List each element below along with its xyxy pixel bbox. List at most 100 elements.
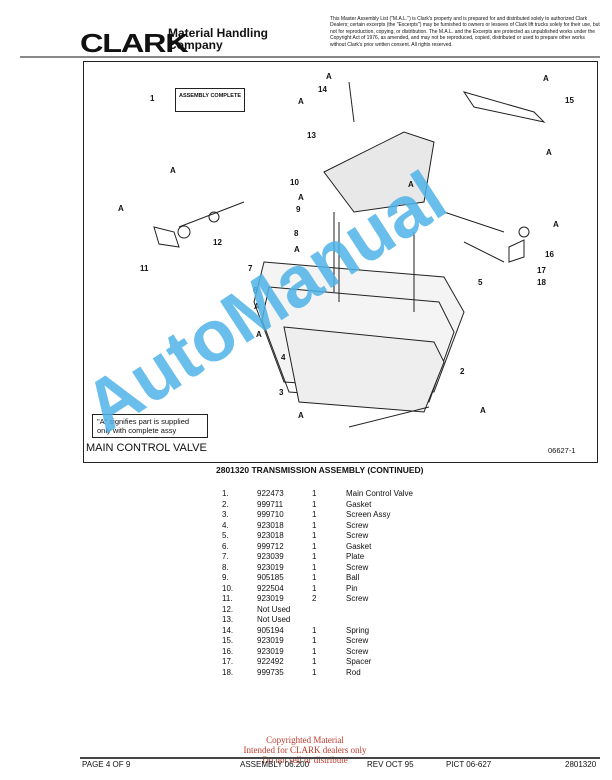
description: Screw	[346, 531, 369, 540]
callout: A	[298, 193, 304, 202]
item-number: 17.	[222, 657, 234, 666]
description: Gasket	[346, 541, 372, 551]
callout: A	[118, 204, 124, 213]
copyright-line: Copyrighted Material	[266, 735, 344, 745]
callout: 1	[150, 94, 155, 103]
part-number: Not Used	[257, 604, 291, 614]
quantity: 1	[312, 541, 317, 551]
footer-rev: REV OCT 95	[367, 760, 414, 769]
callout: A	[553, 220, 559, 229]
part-number: 922492	[257, 657, 284, 666]
quantity: 1	[312, 520, 317, 530]
callout: 16	[545, 250, 554, 259]
quantity: 1	[312, 562, 317, 572]
quantity: 1	[312, 636, 317, 645]
item-number: 18.	[222, 667, 234, 677]
assembly-complete-box: ASSEMBLY COMPLETE	[175, 88, 245, 112]
item-number: 5.	[222, 531, 229, 540]
callout: 17	[537, 266, 546, 275]
description: Gasket	[346, 499, 372, 509]
item-number: 16.	[222, 646, 234, 656]
quantity: 1	[312, 583, 317, 593]
item-number: 10.	[222, 583, 234, 593]
part-number: 999711	[257, 499, 284, 509]
item-number: 11.	[222, 594, 233, 603]
description: Plate	[346, 552, 365, 561]
callout: 2	[460, 367, 465, 376]
description: Spring	[346, 625, 370, 635]
part-number: 905194	[257, 625, 284, 635]
callout: 3	[279, 388, 284, 397]
callout: 12	[213, 238, 222, 247]
item-number: 13.	[222, 615, 234, 624]
copyright-stamp: Copyrighted Material Intended for CLARK …	[205, 735, 405, 765]
valve-drawing	[153, 81, 546, 428]
clark-logo: CLARK	[80, 28, 189, 58]
quantity: 1	[312, 531, 317, 540]
callout: 5	[478, 278, 483, 287]
part-number: 923019	[257, 646, 284, 656]
item-number: 15.	[222, 636, 234, 645]
callout: A	[543, 74, 549, 83]
callout: 14	[318, 85, 327, 94]
callout: 13	[307, 131, 316, 140]
quantity: 1	[312, 499, 317, 509]
callout: A	[480, 406, 486, 415]
item-number: 6.	[222, 541, 229, 551]
quantity: 1	[312, 510, 317, 519]
item-number: 8.	[222, 562, 229, 572]
description: Screw	[346, 594, 369, 603]
item-number: 4.	[222, 520, 229, 530]
callout: 8	[294, 229, 299, 238]
callout: 9	[296, 205, 301, 214]
callout: 7	[248, 264, 253, 273]
copyright-notice: This Master Assembly List ("M.A.L.") is …	[330, 16, 600, 48]
description: Ball	[346, 573, 360, 582]
diagram-caption: MAIN CONTROL VALVE	[86, 442, 207, 454]
footer-page: PAGE 4 OF 9	[82, 760, 131, 769]
quantity: 1	[312, 573, 317, 582]
footer-number: 2801320	[565, 760, 597, 769]
callout: 6	[253, 286, 258, 295]
callout: A	[170, 166, 176, 175]
callout: 10	[290, 178, 299, 187]
quantity: 1	[312, 657, 317, 666]
callout: A	[298, 411, 304, 420]
company-line2: Company	[168, 38, 223, 52]
item-number: 1.	[222, 489, 229, 498]
callout: A	[326, 72, 332, 81]
quantity: 1	[312, 646, 317, 656]
description: Pin	[346, 583, 358, 593]
description: Spacer	[346, 657, 372, 666]
description: Screen Assy	[346, 510, 391, 519]
item-number: 12.	[222, 604, 234, 614]
part-number: 923019	[257, 562, 284, 572]
callout: 4	[281, 353, 286, 362]
footer-divider	[80, 757, 600, 759]
picture-number: 06627-1	[548, 446, 576, 455]
quantity: 2	[312, 594, 317, 603]
item-number: 9.	[222, 573, 229, 582]
description: Screw	[346, 562, 369, 572]
item-number: 2.	[222, 499, 229, 509]
part-number: 923018	[257, 531, 284, 540]
quantity: 1	[312, 667, 317, 677]
callout: A	[294, 245, 300, 254]
part-number: 922504	[257, 583, 284, 593]
callout: A	[298, 97, 304, 106]
callout: 11	[140, 264, 149, 273]
part-number: 922473	[257, 489, 284, 498]
part-number: 999710	[257, 510, 284, 519]
part-number: 923039	[257, 552, 284, 561]
quantity: 1	[312, 489, 317, 498]
callout: A	[254, 302, 260, 311]
item-number: 3.	[222, 510, 229, 519]
item-number: 7.	[222, 552, 229, 561]
quantity: 1	[312, 552, 317, 561]
callout: A	[256, 330, 262, 339]
description: Screw	[346, 646, 369, 656]
callout: 18	[537, 278, 546, 287]
part-number: 999712	[257, 541, 284, 551]
